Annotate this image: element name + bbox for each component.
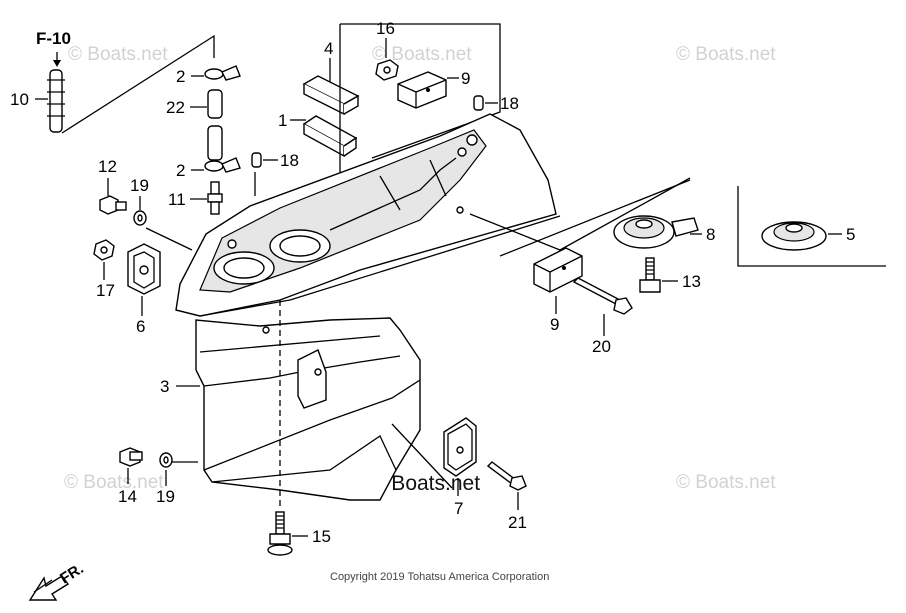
callout-4: 4 [324,39,333,58]
direction-arrow [28,575,70,601]
part-anode-lower [533,247,583,293]
callout-2b: 2 [176,161,185,180]
part-anode-upper [397,71,447,109]
part-anode-small-6 [127,243,161,295]
callout-9a: 9 [461,69,470,88]
leader-box-top [340,23,501,159]
reference-arrowhead [53,60,61,67]
callout-19b: 19 [156,487,175,506]
part-nipple [207,181,223,215]
callout-16: 16 [376,19,395,38]
callout-6: 6 [136,317,145,336]
callout-3: 3 [160,377,169,396]
watermark-1: © Boats.net [68,44,168,65]
callout-21: 21 [508,513,527,532]
callout-18b: 18 [500,94,519,113]
part-seal-1 [302,115,358,158]
part-nut-17 [93,239,115,261]
callout-13: 13 [682,272,701,291]
watermark-5: © Boats.net [676,472,776,493]
callout-7: 7 [454,499,463,518]
callout-14: 14 [118,487,137,506]
part-clamp-lower [204,157,241,173]
callout-15: 15 [312,527,331,546]
part-anode-side-7 [443,417,477,477]
leader-right-group [469,177,691,251]
part-bolt-13 [639,257,661,293]
watermark-main: © Boats.net [370,472,480,495]
copyright-text: Copyright 2019 Tohatsu America Corporati… [330,571,549,583]
part-screw-21 [486,461,527,491]
part-bolt-14 [119,447,143,467]
watermark-3: © Boats.net [676,44,776,65]
callout-5: 5 [846,225,855,244]
part-water-hose [207,89,223,161]
watermark-4: © Boats.net [64,472,164,493]
part-long-bolt [572,277,633,315]
reference-label: F-10 [36,29,71,48]
part-dowel-pin-a [251,152,262,168]
watermark-2: © Boats.net [372,44,472,65]
leader-7-group [391,423,453,489]
part-washer-19b [159,452,173,468]
callout-2a: 2 [176,67,185,86]
alt-bracket [737,186,886,267]
callout-20: 20 [592,337,611,356]
leader-hose-group [61,34,215,134]
callout-18a: 18 [280,151,299,170]
callout-9b: 9 [550,315,559,334]
part-gearcase [175,113,561,501]
callout-8: 8 [706,225,715,244]
leader-6-group [145,227,193,251]
part-seal-4 [302,75,360,116]
leader-right-lower [499,179,691,257]
part-washer-19a [133,210,147,226]
callout-1: 1 [278,111,287,130]
callout-22: 22 [166,98,185,117]
part-nut-16 [375,59,399,81]
callout-11: 11 [168,190,186,209]
callout-19a: 19 [130,176,149,195]
part-bolt-12 [99,195,127,215]
part-hose-joint [47,69,65,133]
part-bolt-15 [267,511,293,556]
part-dowel-pin-b [473,95,484,111]
callout-12: 12 [98,157,117,176]
callout-10: 10 [10,90,29,109]
part-trim-tab [613,215,699,249]
part-clamp-top [204,65,241,81]
part-trim-tab-alt [761,221,827,251]
callout-17: 17 [96,281,115,300]
